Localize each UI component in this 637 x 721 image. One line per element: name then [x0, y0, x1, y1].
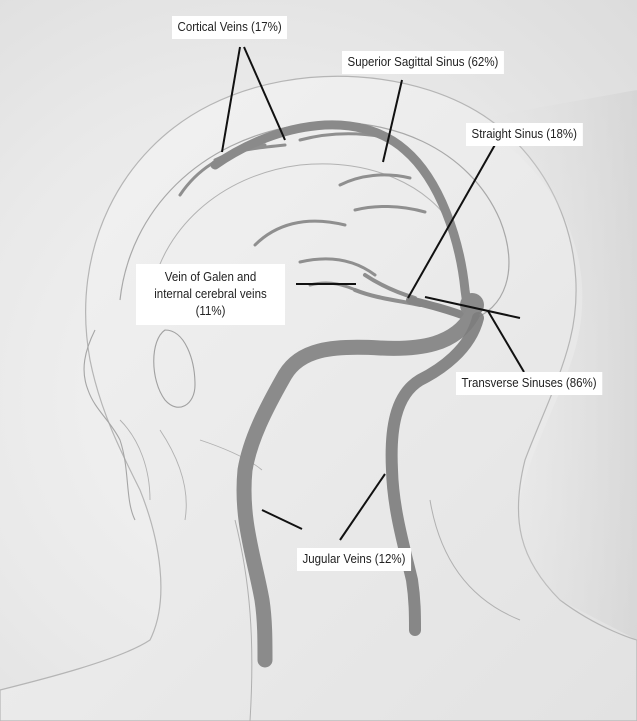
- label-cortical-veins: Cortical Veins (17%): [172, 16, 287, 39]
- label-vein-of-galen: Vein of Galen and internal cerebral vein…: [136, 264, 285, 325]
- label-jugular-veins: Jugular Veins (12%): [297, 548, 411, 571]
- label-vein-of-galen-line2: internal cerebral veins: [142, 286, 280, 303]
- label-superior-sagittal-sinus: Superior Sagittal Sinus (62%): [342, 51, 504, 74]
- label-straight-sinus: Straight Sinus (18%): [466, 123, 583, 146]
- label-vein-of-galen-line1: Vein of Galen and: [142, 269, 280, 286]
- label-transverse-sinuses: Transverse Sinuses (86%): [456, 372, 602, 395]
- label-vein-of-galen-line3: (11%): [142, 303, 280, 320]
